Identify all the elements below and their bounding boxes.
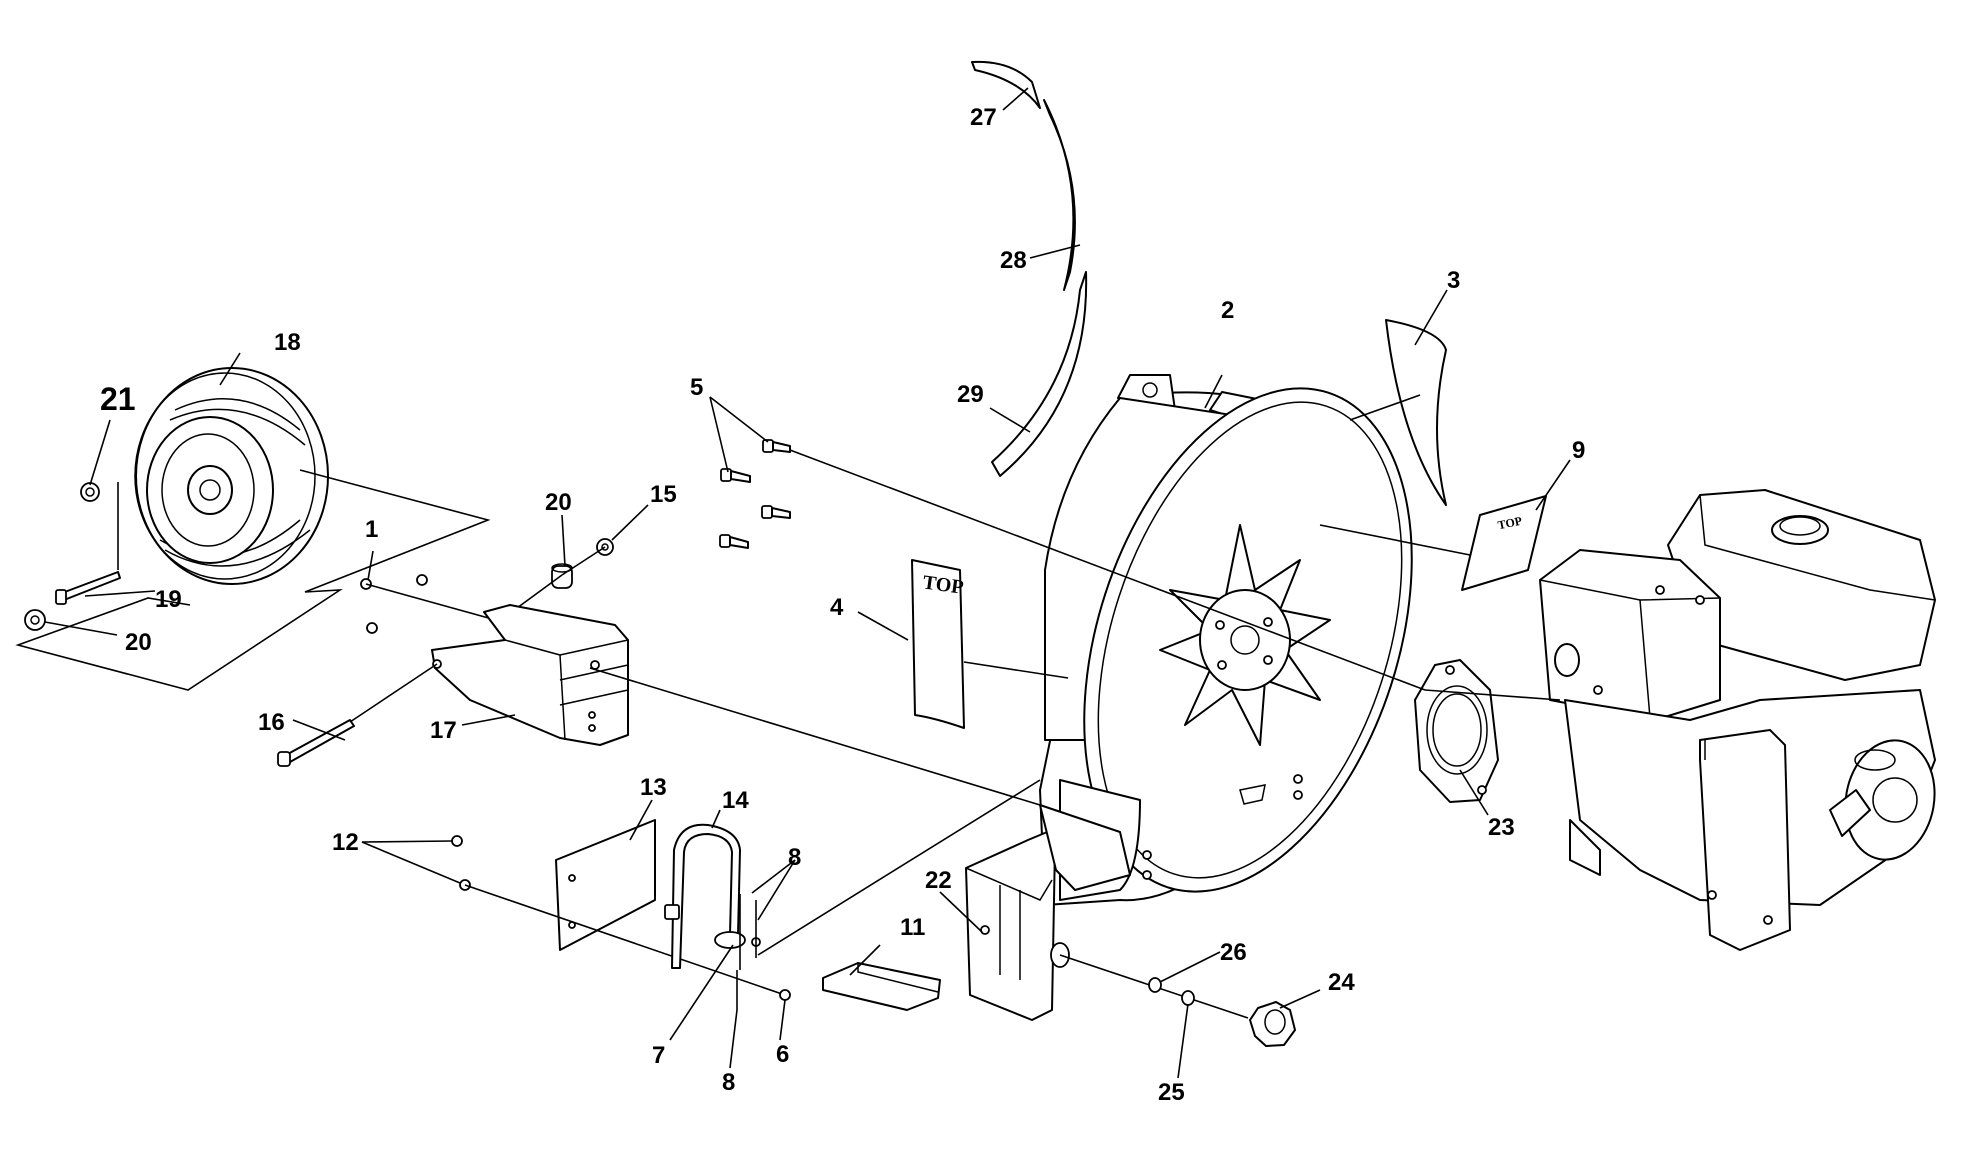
bolts-5 — [719, 439, 791, 549]
decal-strip-28 — [1043, 99, 1076, 291]
callout-labels: 27 28 29 2 3 9 5 4 23 18 21 19 20 1 20 1… — [100, 104, 1585, 1106]
decal-top-small-label: TOP — [1496, 514, 1523, 533]
callout-26: 26 — [1220, 939, 1247, 966]
callout-29: 29 — [957, 381, 984, 408]
callout-13: 13 — [640, 774, 667, 801]
decal-top-4: TOP — [911, 559, 965, 729]
shield-13 — [555, 819, 656, 951]
callout-20-right: 20 — [545, 489, 572, 516]
callout-25: 25 — [1158, 1079, 1185, 1106]
bolt-16 — [277, 719, 355, 767]
callout-9: 9 — [1572, 437, 1585, 464]
adapter-plate — [1414, 659, 1499, 803]
nut-21 — [80, 482, 100, 502]
wheel-assembly-outline — [15, 469, 491, 691]
washer-26 — [1148, 977, 1162, 993]
engine — [1539, 489, 1936, 951]
callout-27: 27 — [970, 104, 997, 131]
callout-19: 19 — [155, 586, 182, 613]
clamp-7 — [714, 931, 761, 949]
decal-strip-27 — [971, 60, 1041, 109]
plate-11 — [822, 962, 941, 1011]
callout-24: 24 — [1328, 969, 1355, 996]
wheel — [134, 367, 329, 585]
decal-strip-29 — [991, 271, 1088, 477]
callout-1: 1 — [365, 516, 378, 543]
decal-top-9: TOP — [1461, 495, 1547, 591]
callout-17: 17 — [430, 717, 457, 744]
callout-28: 28 — [1000, 247, 1027, 274]
callout-11: 11 — [900, 914, 925, 941]
callout-14: 14 — [722, 787, 749, 814]
callout-8-lower: 8 — [722, 1069, 735, 1096]
nut-1b — [366, 574, 428, 634]
callout-6: 6 — [776, 1041, 789, 1068]
callout-7: 7 — [652, 1042, 665, 1069]
axle-bolt — [55, 571, 121, 605]
knob-24 — [1249, 1001, 1296, 1047]
callout-16: 16 — [258, 709, 285, 736]
handle-bracket-17 — [431, 604, 629, 746]
callout-23: 23 — [1488, 814, 1515, 841]
callout-20-left: 20 — [125, 629, 152, 656]
callout-21: 21 — [100, 381, 136, 417]
callout-18: 18 — [274, 329, 301, 356]
decal-3 — [1385, 319, 1447, 506]
callout-4: 4 — [830, 594, 844, 621]
callout-8-upper: 8 — [788, 844, 801, 871]
impeller — [1159, 524, 1331, 746]
nut-25 — [1181, 990, 1195, 1006]
pins-8 — [736, 894, 757, 1010]
nut-6 — [779, 989, 791, 1001]
callout-12: 12 — [332, 829, 359, 856]
leader-lines — [44, 87, 1571, 1079]
callout-2: 2 — [1221, 297, 1234, 324]
callout-5: 5 — [690, 374, 703, 401]
nuts-12 — [451, 835, 471, 891]
callout-15: 15 — [650, 481, 677, 508]
callout-3: 3 — [1447, 267, 1460, 294]
mount-base-22 — [965, 804, 1131, 1021]
callout-22: 22 — [925, 867, 952, 894]
spacer-20-left — [24, 609, 46, 631]
spacer-20-right — [551, 563, 573, 589]
